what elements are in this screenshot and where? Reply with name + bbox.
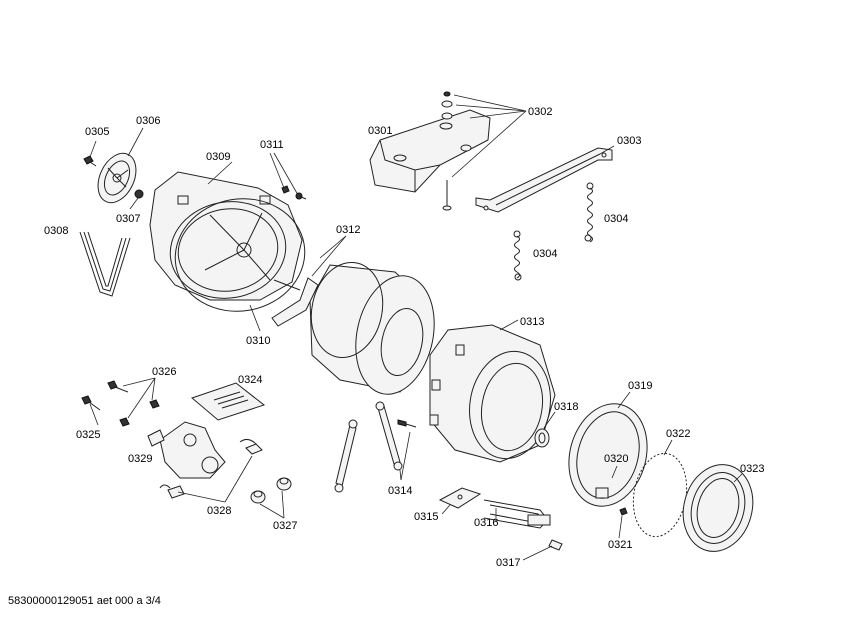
ntc-sensor	[548, 539, 563, 551]
front-tub-half	[429, 324, 556, 463]
label-0319: 0319	[628, 380, 652, 392]
label-0310: 0310	[246, 335, 270, 347]
label-0306: 0306	[136, 115, 160, 127]
label-0301: 0301	[368, 125, 392, 137]
suspension-spring-right	[584, 182, 594, 243]
label-0321: 0321	[608, 539, 632, 551]
label-0326: 0326	[152, 366, 176, 378]
label-0307: 0307	[116, 213, 140, 225]
drum-spider-shaft	[271, 277, 319, 327]
label-0304-right: 0304	[604, 213, 628, 225]
label-0324: 0324	[238, 374, 262, 386]
label-0323: 0323	[740, 463, 764, 475]
label-0303: 0303	[617, 135, 641, 147]
label-0316: 0316	[474, 517, 498, 529]
pump-clip	[159, 484, 185, 499]
label-0305: 0305	[85, 126, 109, 138]
drain-pump	[147, 421, 226, 479]
label-0302: 0302	[528, 106, 552, 118]
shock-absorber-right	[375, 401, 403, 471]
pump-connector	[239, 438, 263, 455]
label-0327: 0327	[273, 520, 297, 532]
rear-tub-half	[149, 171, 303, 301]
pulley-screw	[83, 155, 97, 167]
heater-bracket	[438, 487, 482, 509]
label-0317: 0317	[496, 557, 520, 569]
counterweight-bolt	[441, 91, 453, 211]
clamp-screw	[619, 507, 628, 516]
suspension-spring-left	[513, 230, 522, 281]
counterweight-block	[369, 109, 491, 193]
label-0315: 0315	[414, 511, 438, 523]
pulley-nut	[134, 189, 144, 199]
tub-seal-ring	[174, 198, 306, 312]
door-bellow-gasket	[682, 464, 754, 552]
label-0329: 0329	[128, 453, 152, 465]
document-code: 58300000129051 aet 000 a 3/4	[8, 595, 161, 607]
label-0308: 0308	[44, 225, 68, 237]
shock-absorber-left	[334, 419, 358, 493]
label-0311: 0311	[260, 139, 284, 151]
label-0314: 0314	[388, 485, 412, 497]
instruction-sheet	[191, 382, 266, 421]
label-0322: 0322	[666, 428, 690, 440]
washing-drum	[309, 261, 435, 395]
label-0328: 0328	[207, 505, 231, 517]
label-0325: 0325	[76, 429, 100, 441]
shock-pin	[397, 419, 417, 428]
door-seal-frame	[568, 403, 648, 507]
label-0313: 0313	[520, 316, 544, 328]
suspension-bracket	[475, 147, 613, 213]
drive-belt	[79, 231, 131, 297]
label-0320: 0320	[604, 453, 628, 465]
motor-screws	[81, 380, 160, 427]
drive-pulley	[97, 152, 137, 204]
label-0304-left: 0304	[533, 248, 557, 260]
label-0312: 0312	[336, 224, 360, 236]
heating-element	[483, 499, 551, 529]
foot-nuts	[250, 477, 292, 504]
label-0309: 0309	[206, 151, 230, 163]
small-seal-ring	[534, 428, 550, 448]
label-0318: 0318	[554, 401, 578, 413]
